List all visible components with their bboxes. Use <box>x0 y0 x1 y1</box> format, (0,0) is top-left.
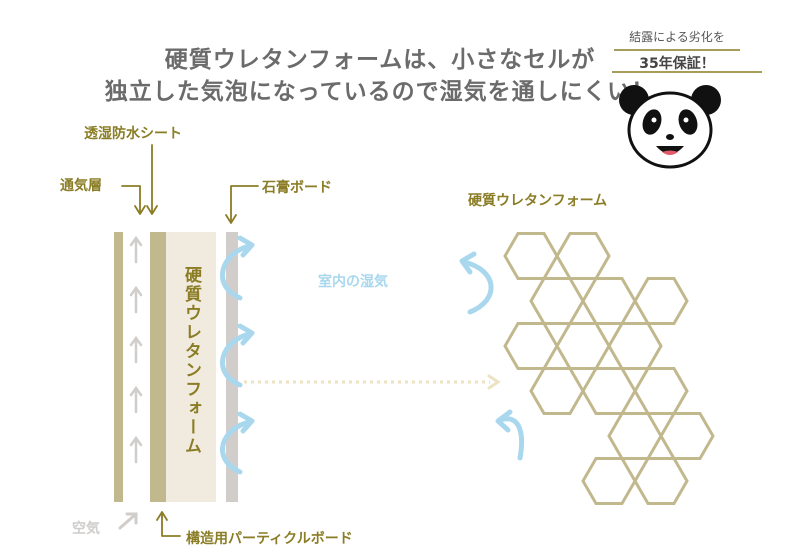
moisture-curve-arrow-icon <box>220 411 255 475</box>
air-in-arrow-icon <box>118 512 138 530</box>
gypsum-pointer-icon <box>225 185 259 224</box>
up-arrow-icon <box>129 385 143 414</box>
particle-board-pointer-icon <box>156 511 181 537</box>
up-arrow-icon <box>129 235 143 264</box>
foam-insulation-layer <box>166 232 216 502</box>
warranty-note-line-1: 結露による劣化を <box>629 30 725 44</box>
air-layer-pointer-icon <box>121 185 146 215</box>
moisture-sheet-label: 透湿防水シート <box>84 126 182 142</box>
foam-cell-hexagon <box>633 367 689 415</box>
air-layer-label: 通気層 <box>60 178 102 194</box>
moisture-arrows <box>220 235 525 475</box>
foam-cell-hexagon <box>529 367 585 415</box>
headline-line-1: 硬質ウレタンフォームは、小さなセルが <box>164 47 596 73</box>
panda-icon <box>619 85 721 169</box>
moisture-sheet-pointer-icon <box>146 144 158 215</box>
headline-line-2: 独立した気泡になっているので湿気を通しにくい！ <box>104 79 656 105</box>
foam-cell-hexagon <box>529 277 585 325</box>
foam-cell-honeycomb <box>503 232 715 505</box>
foam-cell-hexagon <box>581 277 637 325</box>
foam-cell-hexagon <box>503 232 559 280</box>
warranty-note: 結露による劣化を 35年保証！ <box>612 28 742 73</box>
foam-cell-hexagon <box>633 457 689 505</box>
foam-cell-hexagon <box>555 232 611 280</box>
foam-cell-hexagon <box>659 412 715 460</box>
gypsum-board-label: 石膏ボード <box>262 180 332 196</box>
warranty-note-line-2: 35年保証！ <box>639 56 715 72</box>
outer-siding-layer <box>114 232 123 502</box>
air-flow-arrows <box>129 235 143 464</box>
foam-cell-hexagon <box>581 457 637 505</box>
foam-cell-hexagon <box>503 322 559 370</box>
foam-cells-label: 硬質ウレタンフォーム <box>468 193 608 209</box>
foam-cell-hexagon <box>607 322 663 370</box>
zoom-dotted-arrow <box>244 374 501 390</box>
moisture-curve-arrow-icon <box>459 251 494 315</box>
foam-cell-hexagon <box>607 412 663 460</box>
up-arrow-icon <box>129 285 143 314</box>
moisture-curve-arrow-icon <box>220 235 255 301</box>
foam-cell-hexagon <box>555 322 611 370</box>
foam-wall-label: 硬質ウレタンフォーム <box>181 266 201 456</box>
foam-cell-hexagon <box>581 367 637 415</box>
up-arrow-icon <box>129 335 143 364</box>
moisture-sheet-layer <box>150 232 158 502</box>
moisture-curve-arrow-icon <box>220 323 255 388</box>
up-arrow-icon <box>129 435 143 464</box>
particle-board-layer <box>158 232 166 502</box>
particle-board-label: 構造用パーティクルボード <box>186 531 353 547</box>
indoor-moisture-label: 室内の湿気 <box>318 274 388 290</box>
foam-cell-hexagon <box>633 277 689 325</box>
air-label: 空気 <box>72 521 100 537</box>
moisture-curve-arrow-icon <box>495 409 525 461</box>
